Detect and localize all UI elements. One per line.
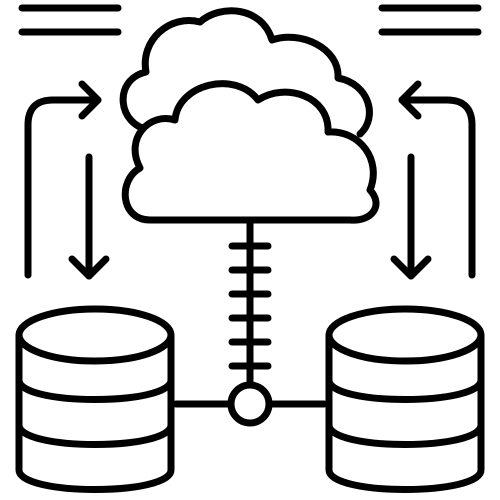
front-cloud-icon: [121, 80, 380, 224]
cable-spine-icon: [228, 216, 272, 389]
right-up-arrow-icon: [398, 80, 476, 279]
hub-node-icon: [227, 381, 273, 427]
right-database-icon: [325, 305, 485, 493]
left-database-icon: [15, 305, 175, 493]
top-right-lines-icon: [378, 4, 482, 36]
left-up-arrow-icon: [24, 80, 102, 279]
top-left-lines-icon: [18, 4, 122, 36]
left-down-arrow-icon: [68, 153, 110, 280]
back-cloud-icon: [119, 7, 373, 138]
right-down-arrow-icon: [390, 153, 432, 280]
